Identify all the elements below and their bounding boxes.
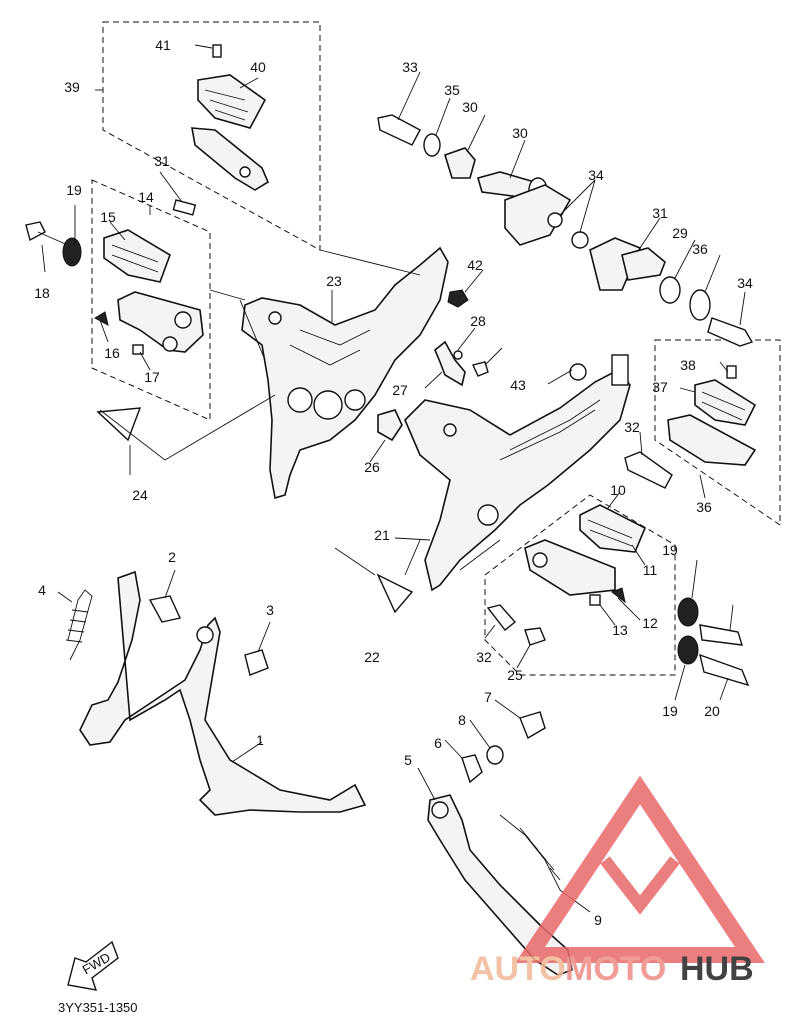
part-number-label: 10 xyxy=(610,482,626,498)
part-number-label: 32 xyxy=(476,649,492,665)
part-number-label: 23 xyxy=(326,273,342,289)
part-number-label: 41 xyxy=(155,37,171,53)
watermark-triangle-logo xyxy=(515,775,765,963)
part-number-label: 30 xyxy=(512,125,528,141)
part-number-label: 22 xyxy=(364,649,380,665)
part-number-label: 30 xyxy=(462,99,478,115)
part-number-label: 14 xyxy=(138,189,154,205)
footrest-right-upper-group xyxy=(624,365,757,489)
part-number-label: 36 xyxy=(692,241,708,257)
watermark-auto: AUTO xyxy=(470,950,566,988)
part-number-label: 16 xyxy=(104,345,120,361)
part-number-label: 31 xyxy=(652,205,668,221)
center-stand xyxy=(65,570,367,816)
footrest-left-group xyxy=(25,199,204,355)
part-number-label: 29 xyxy=(672,225,688,241)
leader-lines xyxy=(41,44,746,913)
automotohub-watermark: AUTO MOTO HUB xyxy=(470,775,765,988)
part-number-label: 1 xyxy=(256,732,264,748)
group-14-boundary xyxy=(91,179,211,421)
part-number-label: 11 xyxy=(643,562,658,578)
part-number-label: 33 xyxy=(402,59,418,75)
part-number-label: 19 xyxy=(66,182,82,198)
part-number-label: 18 xyxy=(34,285,50,301)
part-number-label: 21 xyxy=(374,527,390,543)
part-number-label: 37 xyxy=(652,379,668,395)
part-number-label: 19 xyxy=(662,542,678,558)
part-number-label: 2 xyxy=(168,549,176,565)
part-number-label: 12 xyxy=(642,615,658,631)
part-number-label: 40 xyxy=(250,59,266,75)
part-number-label: 42 xyxy=(467,257,483,273)
part-number-label: 36 xyxy=(696,499,712,515)
part-number-label: 19 xyxy=(662,703,678,719)
part-number-label: 28 xyxy=(470,313,486,329)
part-22-shape xyxy=(376,573,414,614)
footrest-upper-left-group xyxy=(191,44,270,191)
watermark-moto: MOTO xyxy=(565,950,666,988)
part-number-label: 4 xyxy=(38,582,46,598)
bracket-left xyxy=(241,246,449,500)
part-number-label: 24 xyxy=(132,487,148,503)
part-number-label: 13 xyxy=(612,622,628,638)
footrest-right-lower-group xyxy=(486,504,750,687)
right-upper-hardware xyxy=(377,114,754,347)
side-stand xyxy=(427,711,573,976)
part-number-label: 26 xyxy=(364,459,380,475)
part-number-label: 3 xyxy=(266,602,274,618)
bracket-left-hardware xyxy=(377,289,489,442)
figure-code: 3YY351-1350 xyxy=(58,1000,138,1015)
part-number-label: 34 xyxy=(588,167,604,183)
part-number-label: 7 xyxy=(484,689,492,705)
part-number-label: 38 xyxy=(680,357,696,373)
part-number-label: 5 xyxy=(404,752,412,768)
part-number-label: 27 xyxy=(392,382,408,398)
group-10-boundary xyxy=(484,494,676,676)
part-number-label: 15 xyxy=(100,209,116,225)
part-number-label: 6 xyxy=(434,735,442,751)
part-number-label: 31 xyxy=(154,153,170,169)
part-number-label: 35 xyxy=(444,82,460,98)
part-number-label: 32 xyxy=(624,419,640,435)
part-number-label: 43 xyxy=(510,377,526,393)
forward-arrow: FWD xyxy=(67,940,119,991)
part-number-label: 9 xyxy=(594,912,602,928)
part-number-label: 17 xyxy=(144,369,160,385)
part-number-label: 25 xyxy=(507,667,523,683)
part-number-label: 39 xyxy=(64,79,80,95)
part-number-label: 20 xyxy=(704,703,720,719)
part-number-label: 34 xyxy=(737,275,753,291)
part-number-label: 8 xyxy=(458,712,466,728)
watermark-hub: HUB xyxy=(680,950,754,988)
bracket-right xyxy=(404,354,631,592)
